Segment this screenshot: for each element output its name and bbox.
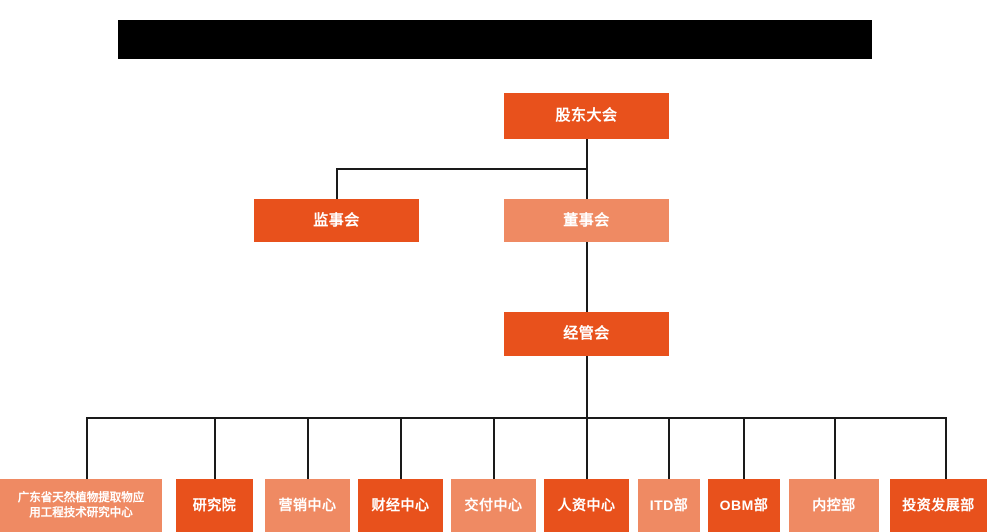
node-obm-department[interactable]: OBM部 [708,479,780,532]
node-label-line-1: 广东省天然植物提取物应 [17,491,145,504]
node-marketing-center[interactable]: 营销中心 [265,479,350,532]
redacted-title-banner [118,20,872,59]
connector-dept-drop-2 [214,417,216,479]
node-label: OBM部 [719,496,769,513]
connector-management-to-bus [586,356,588,418]
node-label: 董事会 [563,211,610,229]
connector-dept-drop-7 [668,417,670,479]
node-label: 研究院 [192,496,237,513]
node-investment-development-department[interactable]: 投资发展部 [890,479,987,532]
node-internal-control-department[interactable]: 内控部 [789,479,879,532]
node-delivery-center[interactable]: 交付中心 [451,479,536,532]
node-label: 股东大会 [555,107,618,125]
node-board-of-supervisors[interactable]: 监事会 [254,199,419,242]
node-label: 投资发展部 [902,496,975,513]
node-label-line-2: 用工程技术研究中心 [29,506,133,519]
node-research-institute[interactable]: 研究院 [176,479,253,532]
connector-dept-drop-5 [493,417,495,479]
node-management-committee[interactable]: 经管会 [504,312,669,356]
node-finance-center[interactable]: 财经中心 [358,479,443,532]
connector-directors-to-management [586,242,588,312]
connector-shareholders-stem [586,139,588,169]
node-hr-center[interactable]: 人资中心 [544,479,629,532]
node-label: 财经中心 [371,496,430,513]
node-shareholders-meeting[interactable]: 股东大会 [504,93,669,139]
connector-dept-drop-10 [945,417,947,479]
node-label: 监事会 [313,211,360,229]
node-label: ITD部 [649,496,689,513]
node-label: 经管会 [563,325,610,343]
connector-dept-drop-9 [834,417,836,479]
node-guangdong-plant-extract-research-center[interactable]: 广东省天然植物提取物应 用工程技术研究中心 [0,479,162,532]
node-itd-department[interactable]: ITD部 [638,479,700,532]
node-board-of-directors[interactable]: 董事会 [504,199,669,242]
connector-dept-drop-3 [307,417,309,479]
connector-departments-bus [86,417,946,419]
connector-dept-drop-6 [586,417,588,479]
connector-dept-drop-1 [86,417,88,479]
node-label: 交付中心 [464,496,523,513]
node-label: 内控部 [812,496,856,513]
connector-dept-drop-8 [743,417,745,479]
node-label: 营销中心 [278,496,337,513]
connector-directors-drop [586,168,588,199]
connector-supervisors-drop [336,168,338,199]
connector-level2-bus [336,168,588,170]
redacted-title-text [118,20,872,59]
node-label: 人资中心 [557,496,616,513]
connector-dept-drop-4 [400,417,402,479]
